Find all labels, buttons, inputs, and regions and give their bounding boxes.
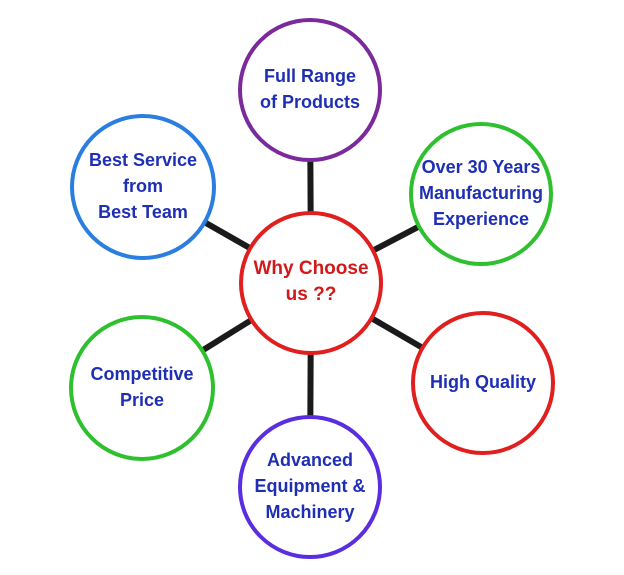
node-circle-high-quality [411, 311, 555, 455]
node-label-competitive-price-line-2: Price [120, 390, 164, 410]
center-label-line-1: Why Choose [253, 258, 368, 279]
node-label-over-30-years-experience-line-3: Experience [433, 209, 529, 229]
node-label-advanced-equipment-machinery-line-1: Advanced [267, 450, 353, 470]
node-label-best-service-team-line-3: Best Team [98, 202, 188, 222]
node-circle-competitive-price [69, 315, 215, 461]
center-circle [239, 211, 383, 355]
node-label-full-range-products-line-1: Full Range [264, 66, 356, 86]
node-circle-best-service-team [70, 114, 216, 260]
node-full-range-products: Full Range of Products [238, 18, 382, 162]
node-label-full-range-products-line-2: of Products [260, 92, 360, 112]
connector-best-service-team [201, 218, 254, 252]
node-label-competitive-price-line-1: Competitive [90, 364, 193, 384]
node-circle-full-range-products [238, 18, 382, 162]
node-label-advanced-equipment-machinery-line-3: Machinery [265, 502, 354, 522]
node-circle-over-30-years-experience [409, 122, 553, 266]
node-high-quality: High Quality [411, 311, 555, 455]
node-label-over-30-years-experience-line-1: Over 30 Years [422, 157, 541, 177]
node-label-best-service-team-line-2: from [123, 176, 163, 196]
node-circle-advanced-equipment-machinery [238, 415, 382, 559]
center-label-line-2: us ?? [286, 284, 337, 305]
connector-high-quality [368, 314, 426, 352]
node-label-advanced-equipment-machinery-line-2: Equipment & [255, 476, 366, 496]
node-label-over-30-years-experience-line-2: Manufacturing [419, 183, 543, 203]
connector-lines [199, 157, 426, 420]
node-label-high-quality-line-1: High Quality [430, 372, 536, 392]
node-label-best-service-team-line-1: Best Service [89, 150, 197, 170]
connector-over-30-years-experience [369, 222, 423, 255]
center-node: Why Choose us ?? [239, 211, 383, 355]
connector-competitive-price [199, 316, 255, 355]
